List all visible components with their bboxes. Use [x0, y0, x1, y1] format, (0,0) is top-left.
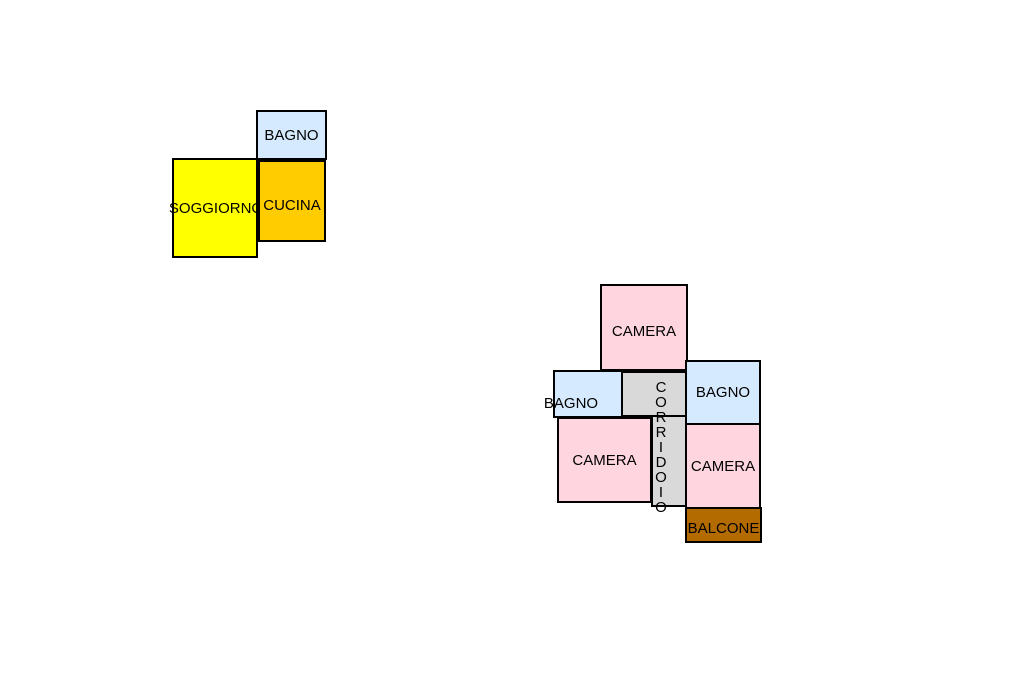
room-bagno: BAGNO — [544, 370, 623, 418]
room-label: CAMERA — [690, 457, 756, 475]
room-bagno: BAGNO — [256, 110, 327, 160]
room-label-letter: R — [655, 424, 667, 441]
room-label: CAMERA — [572, 451, 637, 469]
room-balcone: BALCONE — [685, 507, 762, 543]
room-bagno: BAGNO — [685, 360, 761, 425]
room-label-letter: O — [655, 394, 667, 411]
room-label-letter: D — [655, 454, 667, 471]
room-camera: CAMERA — [600, 284, 688, 371]
room-label: CUCINA — [263, 196, 321, 214]
room-camera: CAMERA — [685, 423, 761, 509]
room-corridoio-upper — [621, 371, 687, 417]
room-label-letter: O — [655, 469, 667, 486]
room-camera: CAMERA — [557, 417, 652, 503]
room-soggiorno: SOGGIORNO — [169, 158, 263, 258]
room-label-letter: I — [658, 439, 664, 456]
room-label-letter: O — [655, 499, 667, 516]
room-label: CAMERA — [611, 323, 677, 340]
room-label: BAGNO — [264, 126, 319, 144]
room-label: BAGNO — [695, 384, 751, 401]
room-cucina: CUCINA — [258, 160, 326, 242]
room-corridoio — [651, 415, 687, 507]
room-label: BALCONE — [687, 519, 760, 537]
room-label-letter: R — [655, 409, 667, 426]
room-label-letter: C — [655, 379, 667, 396]
room-label: BAGNO — [543, 394, 599, 412]
room-label: SOGGIORNO — [168, 199, 264, 217]
room-label-letter: I — [658, 484, 664, 501]
